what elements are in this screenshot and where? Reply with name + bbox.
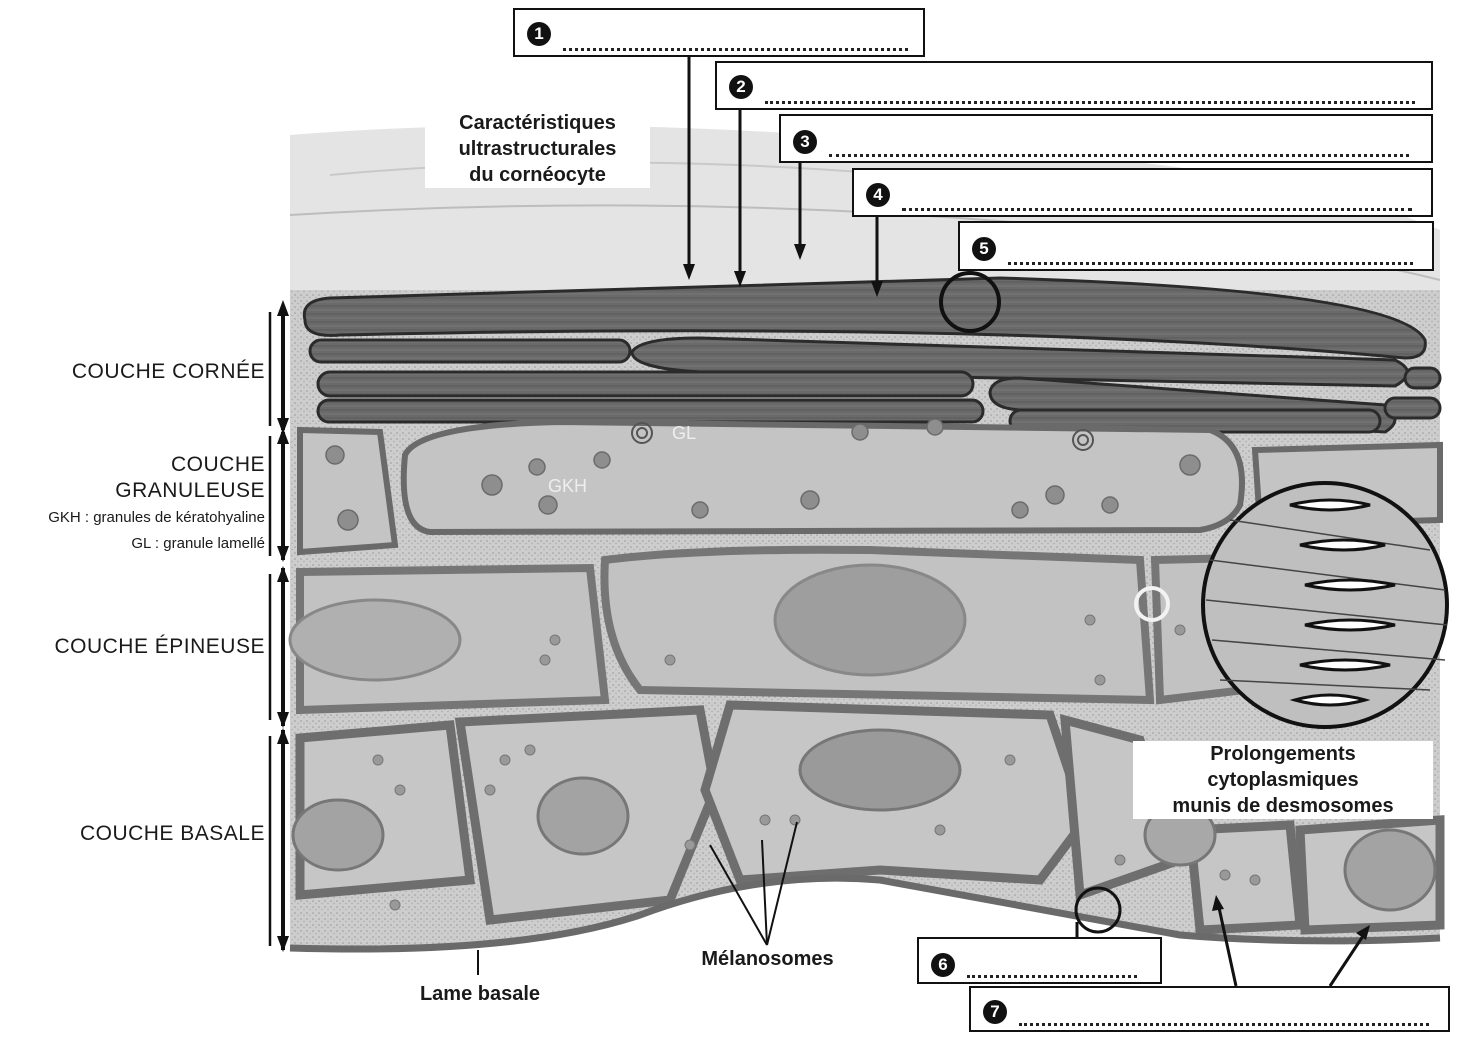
prolongements-line-1: Prolongements [1133,741,1433,767]
basal-nucleus [538,778,628,854]
layer-label-cornee: COUCHE CORNÉE [10,359,265,385]
spinous-nucleus [775,565,965,675]
answer-dotted-line-5 [1008,262,1413,265]
number-badge-6: 6 [931,953,955,977]
answer-dotted-line-4 [902,208,1412,211]
number-badge-4: 4 [866,183,890,207]
answer-box-1[interactable]: 1 [513,8,925,57]
gkh-legend: GKH : granules de kératohyaline [0,509,265,526]
number-badge-1: 1 [527,22,551,46]
answer-box-5[interactable]: 5 [958,221,1434,271]
desmosome-zoom-circle [1203,483,1447,727]
corneocyte-caption-line-2: ultrastructurales [425,136,650,162]
gl-inline-label: GL [672,423,696,444]
answer-box-7[interactable]: 7 [969,986,1450,1032]
melanosomes-label: Mélanosomes [660,946,875,972]
corneocyte-caption-line-1: Caractéristiques [425,110,650,136]
layer-label-granuleuse-1: COUCHE [10,452,265,478]
basal-nucleus [1345,830,1435,910]
gkh-inline-label: GKH [548,476,587,497]
layer-label-granuleuse-2: GRANULEUSE [10,478,265,504]
layer-label-basale: COUCHE BASALE [10,821,265,847]
spinous-nucleus [290,600,460,680]
corneocyte-caption: Caractéristiques ultrastructurales du co… [425,110,650,188]
prolongements-line-3: munis de desmosomes [1133,793,1433,819]
answer-dotted-line-1 [563,48,908,51]
answer-box-4[interactable]: 4 [852,168,1433,217]
layer-label-epineuse: COUCHE ÉPINEUSE [10,634,265,660]
layer-brackets [270,306,283,950]
gl-legend: GL : granule lamellé [10,535,265,552]
number-badge-7: 7 [983,1000,1007,1024]
answer-dotted-line-3 [829,154,1409,157]
prolongements-line-2: cytoplasmiques [1133,767,1433,793]
basal-nucleus [293,800,383,870]
answer-box-6[interactable]: 6 [917,937,1162,984]
lame-basale-label: Lame basale [380,981,580,1007]
prolongements-label: Prolongements cytoplasmiques munis de de… [1133,741,1433,819]
corneocyte-caption-line-3: du cornéocyte [425,162,650,188]
number-badge-2: 2 [729,75,753,99]
answer-dotted-line-2 [765,101,1415,104]
answer-box-2[interactable]: 2 [715,61,1433,110]
number-badge-5: 5 [972,237,996,261]
answer-dotted-line-6 [967,975,1137,978]
answer-box-3[interactable]: 3 [779,114,1433,163]
number-badge-3: 3 [793,130,817,154]
answer-dotted-line-7 [1019,1023,1429,1026]
basal-nucleus [800,730,960,810]
corneocytes [304,278,1440,432]
